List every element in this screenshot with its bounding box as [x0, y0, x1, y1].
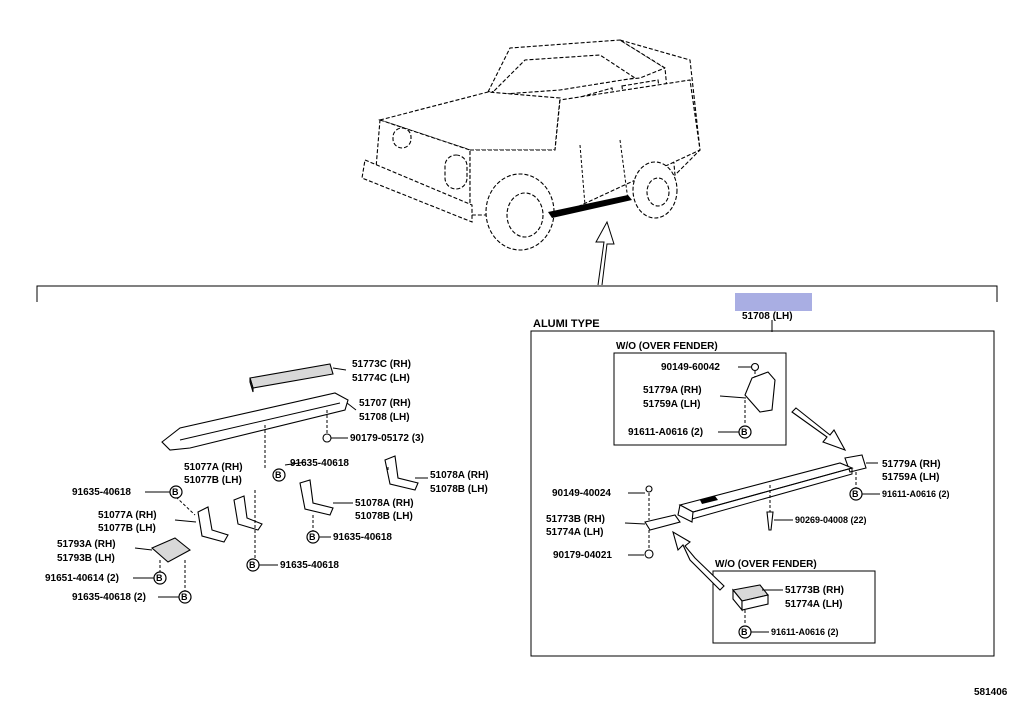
bracket-51793A[interactable] [150, 537, 191, 563]
part-label-91651-40614[interactable]: 91651-40614 (2) [45, 573, 119, 584]
step-board-part[interactable] [161, 392, 349, 451]
part-label-51774C[interactable]: 51774C (LH) [352, 373, 410, 384]
part-label-51793B[interactable]: 51793B (LH) [57, 553, 115, 564]
location-arrow [595, 220, 615, 286]
part-label-90269-04008[interactable]: 90269-04008 (22) [795, 515, 867, 525]
part-label-91635-40618[interactable]: 91635-40618 [290, 458, 349, 469]
svg-text:B: B [172, 487, 179, 497]
direction-arrow [791, 407, 847, 452]
screw-icon[interactable] [645, 485, 653, 493]
part-label-90179-04021[interactable]: 90179-04021 [553, 550, 612, 561]
part-label-91635-40618[interactable]: 91635-40618 [333, 532, 392, 543]
highlight-box[interactable] [735, 293, 812, 311]
step-pad-part[interactable] [249, 363, 334, 389]
part-label-51077A[interactable]: 51077A (RH) [98, 510, 157, 521]
svg-text:B: B [741, 627, 748, 637]
part-label-91635-40618[interactable]: 91635-40618 [72, 487, 131, 498]
part-label-91611-A0616[interactable]: 91611-A0616 (2) [882, 489, 950, 499]
part-label-91611-A0616[interactable]: 91611-A0616 (2) [628, 427, 703, 438]
svg-text:B: B [156, 573, 163, 583]
step-pad-51773B-wo-fender[interactable] [731, 584, 769, 612]
bolt-icon[interactable]: B [178, 590, 192, 604]
wo-over-fender-box-2 [712, 570, 876, 644]
part-label-91611-A0616[interactable]: 91611-A0616 (2) [771, 627, 839, 637]
svg-text:B: B [741, 427, 748, 437]
part-label-51078A[interactable]: 51078A (RH) [430, 470, 489, 481]
running-board-location [548, 195, 632, 218]
wo-over-fender-heading-1: W/O (OVER FENDER) [616, 341, 718, 352]
part-label-51078B[interactable]: 51078B (LH) [430, 484, 488, 495]
part-label-51773B[interactable]: 51773B (RH) [546, 514, 605, 525]
part-label-51774A[interactable]: 51774A (LH) [785, 599, 842, 610]
part-label-90149-60042[interactable]: 90149-60042 [661, 362, 720, 373]
diagram-code: 581406 [974, 687, 1008, 698]
part-label-51779A[interactable]: 51779A (RH) [643, 385, 702, 396]
bolt-icon[interactable]: B [272, 468, 286, 482]
wo-over-fender-box-1 [613, 352, 787, 446]
screw-icon[interactable] [750, 362, 760, 372]
bracket-51077A-lower[interactable] [197, 506, 229, 543]
bolt-icon[interactable]: B [153, 571, 167, 585]
svg-text:B: B [181, 592, 188, 602]
part-label-51708[interactable]: 51708 (LH) [359, 412, 410, 423]
part-label-51078A[interactable]: 51078A (RH) [355, 498, 414, 509]
part-label-51759A[interactable]: 51759A (LH) [882, 472, 939, 483]
svg-text:B: B [249, 560, 256, 570]
svg-text:B: B [309, 532, 316, 542]
part-label-51077A[interactable]: 51077A (RH) [184, 462, 243, 473]
wo-over-fender-heading-2: W/O (OVER FENDER) [715, 559, 817, 570]
end-cap-51779A[interactable] [744, 371, 776, 413]
nut-icon[interactable] [644, 549, 654, 559]
bracket-51078A-upper[interactable] [384, 455, 419, 491]
bolt-icon[interactable]: B [169, 485, 183, 499]
bolt-icon[interactable]: B [849, 487, 863, 501]
alumi-type-heading: ALUMI TYPE [533, 318, 600, 330]
group-bracket [36, 285, 998, 302]
part-label-91635-40618[interactable]: 91635-40618 [280, 560, 339, 571]
part-label-51779A[interactable]: 51779A (RH) [882, 459, 941, 470]
part-label-51759A[interactable]: 51759A (LH) [643, 399, 700, 410]
part-label-51774A[interactable]: 51774A (LH) [546, 527, 603, 538]
bolt-icon[interactable]: B [738, 425, 752, 439]
bracket-51077A-upper[interactable] [233, 495, 263, 531]
alumi-step-board[interactable] [677, 462, 854, 523]
bolt-icon[interactable]: B [246, 558, 260, 572]
part-label-90149-40024[interactable]: 90149-40024 [552, 488, 611, 499]
rivet-icon[interactable] [766, 511, 774, 531]
bolt-icon[interactable]: B [306, 530, 320, 544]
svg-text:B: B [852, 489, 859, 499]
part-label-51708[interactable]: 51708 (LH) [742, 311, 793, 322]
part-label-90179-05172[interactable]: 90179-05172 (3) [350, 433, 424, 444]
alumi-type-box [530, 330, 995, 657]
part-label-91635-40618[interactable]: 91635-40618 (2) [72, 592, 146, 603]
step-pad-51773B[interactable] [644, 514, 681, 531]
part-label-51077B[interactable]: 51077B (LH) [184, 475, 242, 486]
bracket-51078A-lower[interactable] [299, 479, 334, 516]
part-label-51078B[interactable]: 51078B (LH) [355, 511, 413, 522]
part-label-51707[interactable]: 51707 (RH) [359, 398, 411, 409]
bolt-icon[interactable]: B [738, 625, 752, 639]
part-label-51793A[interactable]: 51793A (RH) [57, 539, 116, 550]
svg-text:B: B [275, 470, 282, 480]
part-label-51773C[interactable]: 51773C (RH) [352, 359, 411, 370]
direction-arrow [672, 530, 725, 591]
part-label-51077B[interactable]: 51077B (LH) [98, 523, 156, 534]
nut-icon[interactable] [322, 433, 332, 443]
vehicle-outline [361, 39, 701, 251]
part-label-51773B[interactable]: 51773B (RH) [785, 585, 844, 596]
